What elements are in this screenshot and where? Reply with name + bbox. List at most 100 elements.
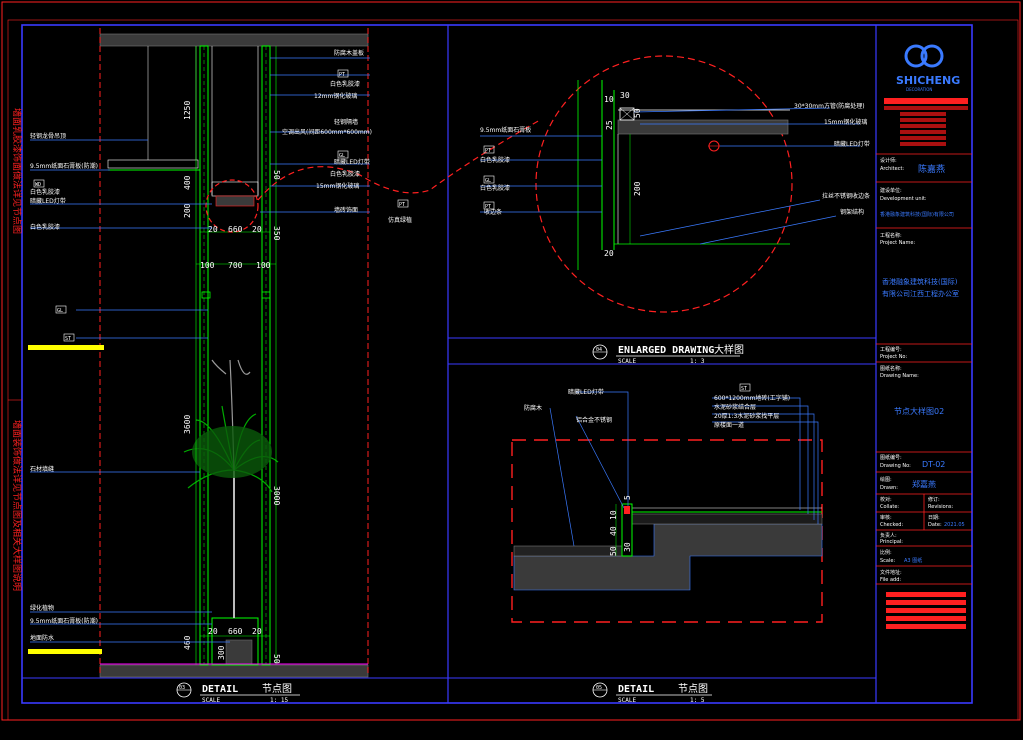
- label-wood-cover: 防腐木盖板: [334, 49, 364, 57]
- tb-checked-label: 审核:: [880, 514, 892, 521]
- enlarged-04-scale-label: SCALE: [618, 358, 636, 365]
- tb-designer-label: 设计师:: [880, 157, 897, 164]
- enlarged-04-title-cn: 大样图: [714, 343, 744, 356]
- tb-drawing-name-value: 节点大样图02: [894, 406, 944, 416]
- detail-05-scale-value: 1: 5: [690, 697, 705, 704]
- enl-led: 暗藏LED灯带: [834, 140, 870, 148]
- dim-20c: 20: [208, 627, 218, 636]
- enlarged-labels: 30*30mm方管(防腐处理) 15mm钢化玻璃 暗藏LED灯带 9.5mm纸面…: [480, 102, 870, 216]
- detail-05-screed: [513, 545, 623, 557]
- enl-latex: 白色乳胶漆: [480, 156, 510, 164]
- tb-file-label: 文件地址:: [880, 569, 902, 576]
- dim-200: 200: [183, 203, 192, 218]
- dim-r350: 350: [272, 226, 281, 241]
- enl-dim-30: 30: [620, 91, 630, 100]
- yellow-redline-1: [28, 345, 104, 350]
- tb-date-label-en: Date:: [928, 522, 942, 528]
- enlarged-top-slab: [617, 119, 789, 135]
- d5-original: 原楼面一道: [714, 421, 744, 429]
- dim-3600: 3600: [183, 415, 192, 434]
- tag-d: PT: [399, 202, 405, 208]
- ceiling-box: [107, 159, 199, 169]
- yellow-redline-2: [28, 649, 102, 654]
- vertical-note-1: 墙面乳胶漆饰面做法详见节点图: [11, 108, 23, 234]
- enl-steel: 钢架结构: [840, 208, 864, 216]
- stamp-redaction-3: [886, 608, 966, 613]
- left-dimensions: 1250 400 200 20 660 20 100 700 100 3600 …: [183, 101, 281, 664]
- label-stone-grout: 石材填缝: [30, 465, 54, 473]
- enl-dim-20: 20: [604, 249, 614, 258]
- detail-05-dims: 5 10 40 50 30: [609, 495, 632, 556]
- company-info-redaction-1: [884, 98, 968, 104]
- enlarged-04: [535, 55, 793, 313]
- tag-a: PT: [339, 72, 345, 78]
- label-led-l: 暗藏LED灯带: [30, 197, 66, 205]
- detail-03-scale-value: 1: 15: [270, 697, 288, 704]
- label-latex-l1: 白色乳胶漆: [30, 188, 60, 196]
- label-gypsum: 9.5mm纸面石膏板(防潮): [30, 162, 98, 170]
- company-info-redaction-3: [900, 112, 946, 116]
- stamp-redaction-2: [886, 600, 966, 605]
- dim-460: 460: [183, 635, 192, 650]
- detail-05-labels: 防腐木 暗藏LED灯带 铝合金不锈钢 600*1200mm地砖(工字铺) 水泥砂…: [524, 388, 790, 429]
- enlarged-square-tube: [619, 107, 635, 121]
- tb-developer-value: 香港融象建筑科技(国际)有限公司: [880, 211, 954, 218]
- enl-square-tube: 30*30mm方管(防腐处理): [794, 102, 865, 110]
- enl-glass-15: 15mm钢化玻璃: [824, 118, 867, 126]
- tb-project-no-label-en: Project No:: [880, 354, 907, 360]
- tag-f: ST: [65, 336, 71, 342]
- dim-r50a: 50: [272, 170, 281, 180]
- vertical-note-2: 墙面装饰做法详见节点图及相关大样图说明: [11, 420, 23, 591]
- tb-drawing-no-label-en: Drawing No:: [880, 463, 911, 469]
- joint-left-1: [201, 291, 211, 299]
- tb-principal-label: 负责人:: [880, 532, 897, 539]
- tag-e: GL: [57, 308, 63, 314]
- tb-date-label: 日期:: [928, 515, 940, 521]
- detail-05-leaders: [549, 391, 819, 547]
- dim-20d: 20: [252, 627, 262, 636]
- label-latex-r2: 白色乳胶漆: [330, 170, 360, 178]
- detail-05-concrete: [513, 523, 823, 591]
- detail-03-title-cn: 节点图: [262, 683, 292, 695]
- label-latex-r1: 白色乳胶漆: [330, 80, 360, 88]
- label-louver: 空调出风(间距600mm*600mm): [282, 128, 372, 136]
- sheet-margin-line: [7, 19, 1019, 721]
- enl-latex-2: 白色乳胶漆: [480, 184, 510, 192]
- enlarged-leaders: [480, 107, 860, 245]
- light-trough-fill: [215, 195, 255, 207]
- label-partition: 轻钢隔墙: [334, 118, 358, 126]
- label-led-r: 暗藏LED灯带: [334, 158, 370, 166]
- title-block: SHICHENG DECORATION 设计师:: [876, 44, 972, 629]
- tb-drawing-no-label: 图纸编号:: [880, 454, 902, 461]
- enlarged-04-tag: 04: [596, 347, 602, 353]
- label-tile-finish: 墙砖饰面: [334, 206, 358, 214]
- detail-05-led-box: [624, 506, 630, 514]
- left-labels: 防腐木盖板 白色乳胶漆 12mm钢化玻璃 轻钢隔墙 空调出风(间距600mm*6…: [30, 49, 412, 642]
- left-leaders: [30, 57, 370, 643]
- detail-05-title-en: DETAIL: [618, 684, 654, 695]
- tb-project-value-2: 有限公司江西工程办公室: [882, 289, 959, 298]
- detail-05-title: 05 DETAIL 节点图 SCALE 1: 5: [592, 682, 712, 704]
- tag-c: WD: [35, 182, 41, 188]
- d5-dim-30: 30: [623, 542, 632, 552]
- stamp-redaction-4: [886, 616, 966, 621]
- label-glass-12: 12mm钢化玻璃: [314, 92, 357, 100]
- tb-file-label-en: File add:: [880, 577, 901, 583]
- detail-05-tag: ST: [739, 383, 751, 392]
- dim-700: 700: [228, 261, 243, 270]
- palm-tree: [183, 359, 279, 618]
- enl-tag-pt2: PT: [485, 204, 491, 210]
- company-logo: [904, 44, 944, 68]
- tb-designer-value: 陈嘉燕: [918, 163, 945, 175]
- d5-tag-st: ST: [741, 386, 747, 392]
- planter-soil: [225, 639, 253, 665]
- tb-drawing-name-label: 图纸名称:: [880, 365, 902, 372]
- tb-drawing-no-value: DT-02: [922, 460, 945, 469]
- tb-drawing-name-label-en: Drawing Name:: [880, 373, 919, 379]
- label-water-plant: 仿真绿植: [388, 216, 412, 224]
- ceiling-slab: [99, 33, 369, 47]
- d5-dim-10: 10: [609, 510, 618, 520]
- enl-edge: 收边条: [484, 208, 502, 216]
- company-info-redaction-8: [900, 142, 946, 146]
- enlarged-04-title: 04 ENLARGED DRAWING 大样图 SCALE 1: 3: [592, 343, 744, 365]
